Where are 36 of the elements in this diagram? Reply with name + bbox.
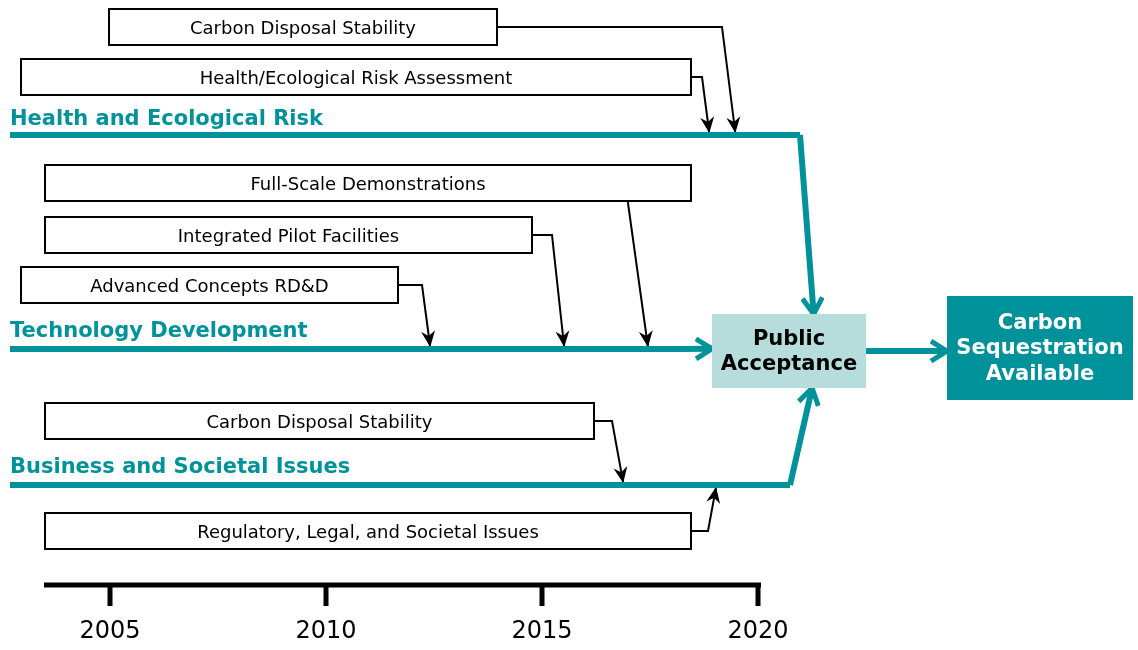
year-label: 2015 [511,616,573,644]
task-bar [108,8,498,46]
box-label: Carbon Disposal Stability [206,410,433,432]
task-bar [44,402,595,440]
task-bar [20,266,399,304]
box-label: Health/Ecological Risk Assessment [199,66,513,88]
box-label: Carbon Disposal Stability [190,16,416,38]
task-bar [44,512,692,550]
arrow [398,284,436,347]
box-label: Regulatory, Legal, and Societal Issues [197,520,539,542]
arrow [594,420,628,483]
task-bar [44,216,533,254]
arrow [691,76,715,133]
box-label: Integrated Pilot Facilities [177,224,400,246]
task-bar [20,58,692,96]
box-label: Public Acceptance [719,325,859,377]
box-label: Advanced Concepts RD&D [90,274,329,296]
arrow [497,26,741,133]
track-title: Business and Societal Issues [10,454,351,478]
arrow [626,201,653,347]
box-label: Carbon Sequestration Available [955,310,1125,386]
arrow [691,487,721,532]
arrow [532,234,570,347]
track-line [10,318,680,352]
track-line [10,454,790,488]
milestone-box [947,296,1133,400]
track-title: Technology Development [10,318,308,342]
milestone-box [712,314,866,388]
year-label: 2010 [295,616,357,644]
year-label: 2020 [727,616,789,644]
year-label: 2005 [79,616,141,644]
box-label: Full-Scale Demonstrations [250,172,486,194]
track-title: Health and Ecological Risk [10,106,323,130]
arrow [797,134,825,317]
track-line [10,106,800,138]
task-bar [44,164,692,202]
